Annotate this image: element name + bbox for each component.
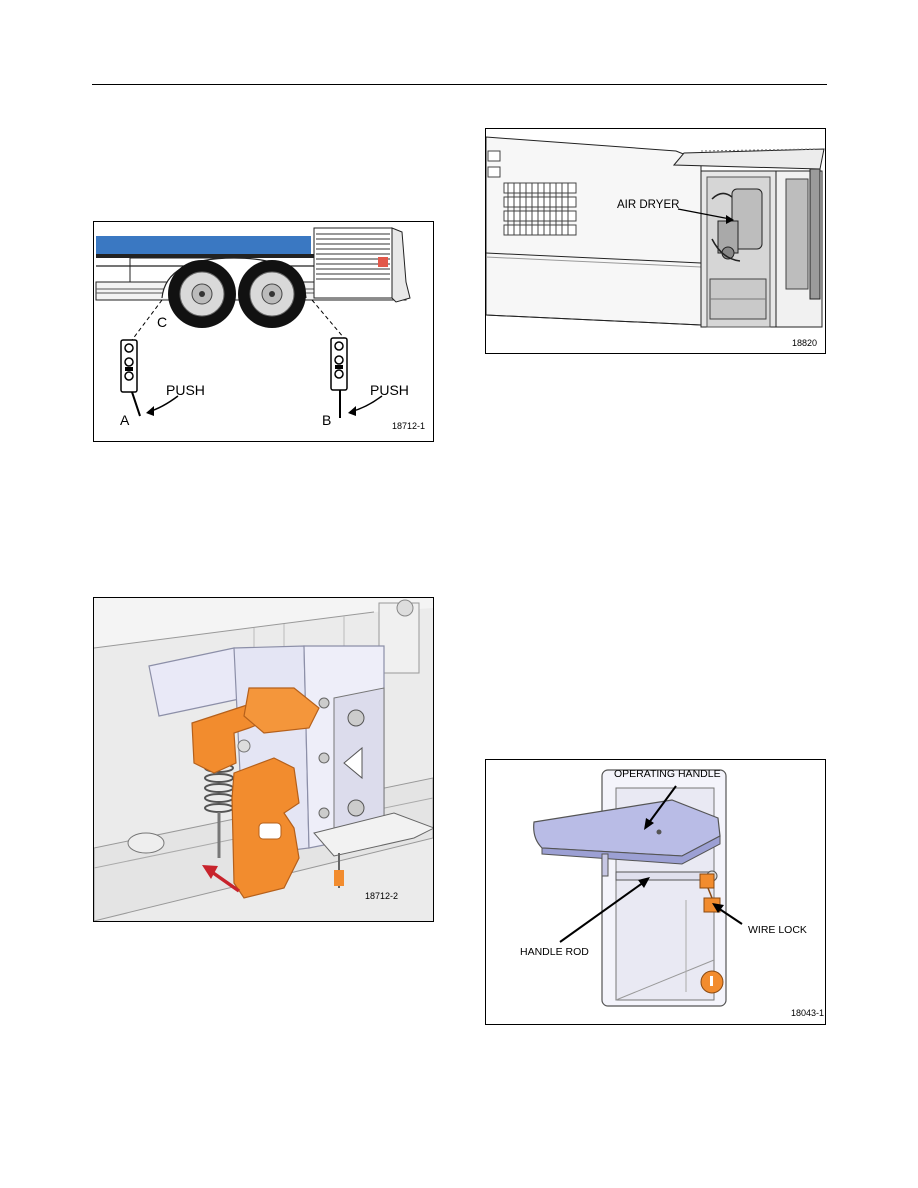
bus-grille xyxy=(313,227,393,299)
bus-latches-illustration xyxy=(95,227,411,418)
bus-wheel-rear xyxy=(238,260,306,328)
air-dryer-illustration xyxy=(486,129,825,353)
operating-handle-illustration xyxy=(486,760,825,1024)
figure-code: 18712-2 xyxy=(365,891,399,901)
bus-wheel-front xyxy=(168,260,236,328)
header-rule xyxy=(92,84,827,85)
figure-code: 18043-1 xyxy=(791,1008,825,1018)
latch-a xyxy=(120,339,141,417)
latch-closeup-illustration xyxy=(94,598,433,921)
figure-code: 18820 xyxy=(792,338,818,348)
bus-blue-stripe xyxy=(96,236,311,254)
label-c: C xyxy=(157,314,168,330)
air-dryer-unit xyxy=(711,188,763,262)
label-push-right: PUSH xyxy=(370,382,409,398)
figure-bus-latches: C PUSH PUSH A B 18712-1 xyxy=(93,221,434,442)
label-operating-handle: OPERATING HANDLE xyxy=(614,768,721,780)
label-air-dryer: AIR DRYER xyxy=(617,199,680,211)
orange-latch-hook xyxy=(191,687,320,899)
figure-operating-handle: OPERATING HANDLE WIRE LOCK HANDLE ROD 18… xyxy=(485,759,826,1025)
figure-code: 18712-1 xyxy=(391,421,425,431)
label-push-left: PUSH xyxy=(166,382,205,398)
latch-b xyxy=(330,337,348,418)
bus-stripe-edge xyxy=(96,254,396,258)
label-wire-lock: WIRE LOCK xyxy=(748,924,807,936)
label-handle-rod: HANDLE ROD xyxy=(520,946,589,958)
figure-latch-closeup: 18712-2 xyxy=(93,597,434,922)
vent-grille xyxy=(503,182,577,236)
operating-handle xyxy=(533,799,721,877)
label-a: A xyxy=(120,412,130,428)
figure-air-dryer: AIR DRYER 18820 xyxy=(485,128,826,354)
label-b: B xyxy=(322,412,332,428)
